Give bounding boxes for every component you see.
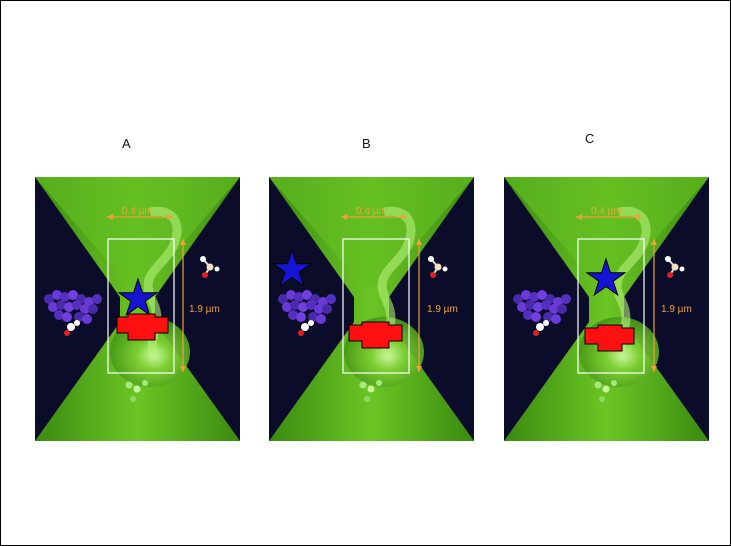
star-marker bbox=[271, 248, 313, 288]
panel-c: 0.4 µm 1.9 µm bbox=[504, 177, 709, 441]
small-molecule bbox=[665, 256, 685, 278]
small-molecule bbox=[200, 256, 220, 278]
beam-hourglass bbox=[35, 177, 240, 441]
panel-a: 0.4 µm 1.9 µm bbox=[35, 177, 240, 441]
height-label: 1.9 µm bbox=[427, 304, 458, 315]
height-label: 1.9 µm bbox=[189, 304, 220, 315]
star-marker bbox=[585, 257, 627, 297]
cross-marker bbox=[584, 324, 635, 352]
focus-volume-figure-a: 0.4 µm 1.9 µm bbox=[35, 177, 240, 441]
panel-label-c: C bbox=[585, 131, 595, 146]
width-label: 0.4 µm bbox=[122, 206, 153, 217]
focal-volume-box bbox=[577, 238, 645, 374]
molecule-cluster bbox=[278, 290, 336, 336]
molecule-cluster bbox=[513, 290, 571, 336]
width-label: 0.4 µm bbox=[591, 206, 622, 217]
small-molecule bbox=[428, 256, 448, 278]
focal-volume-box bbox=[342, 238, 410, 374]
beam-hourglass bbox=[269, 177, 474, 441]
green-molecule bbox=[359, 380, 382, 402]
height-label: 1.9 µm bbox=[661, 304, 692, 315]
star-marker bbox=[117, 277, 159, 317]
panel-b: 0.4 µm 1.9 µm bbox=[269, 177, 474, 441]
cross-marker bbox=[348, 321, 403, 349]
focal-volume-box bbox=[107, 238, 175, 374]
panel-label-b: B bbox=[362, 136, 371, 151]
width-label: 0.4 µm bbox=[356, 206, 387, 217]
green-molecule bbox=[594, 380, 617, 402]
focus-volume-figure-c: 0.4 µm 1.9 µm bbox=[504, 177, 709, 441]
beam-hourglass bbox=[504, 177, 709, 441]
green-molecule bbox=[125, 380, 148, 402]
molecule-cluster bbox=[44, 290, 102, 336]
panel-label-a: A bbox=[122, 136, 131, 151]
focus-volume-figure-b: 0.4 µm 1.9 µm bbox=[269, 177, 474, 441]
cross-marker bbox=[116, 313, 169, 341]
